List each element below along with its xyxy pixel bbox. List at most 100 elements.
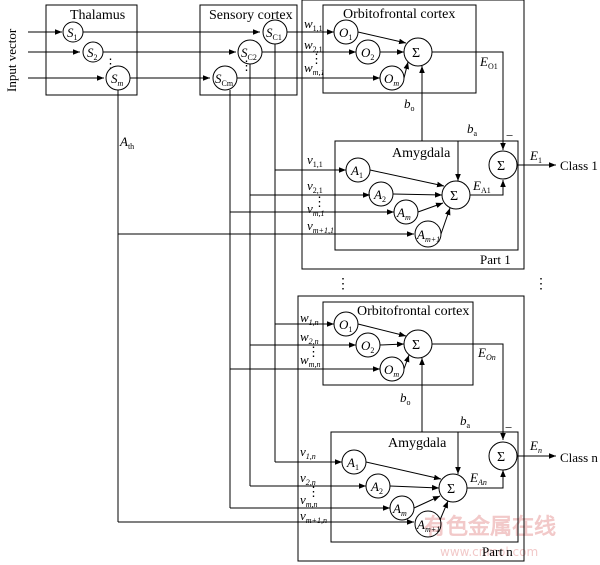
part-1-box [301, 0, 525, 270]
minus-sign-n: − [505, 420, 512, 435]
svg-text:Om: Om [384, 71, 399, 88]
sensory-cortex-title: Sensory cortex [209, 8, 293, 23]
svg-text:Om: Om [384, 362, 399, 379]
parts-ellipsis-left: ⋮ [336, 277, 350, 292]
a-th-label: Ath [119, 134, 134, 151]
ofc1-ellipsis: ⋮ [310, 51, 323, 66]
watermark-url: www.cnmol.com [440, 545, 538, 559]
svg-text:SCm: SCm [215, 71, 234, 88]
ofcn-node-labels: O1 O2 Om [339, 317, 399, 379]
thalamus-box [45, 4, 138, 96]
svg-text:wm,1: wm,1 [304, 60, 324, 77]
e-a1-label: EA1 [472, 178, 491, 195]
minus-sign-1: − [506, 128, 513, 143]
amygdala-title-1: Amygdala [392, 146, 451, 161]
b-a-label-1: ba [467, 121, 478, 138]
e-a1-line [470, 180, 506, 196]
parts-ellipsis-right: ⋮ [534, 277, 548, 292]
sc-node-labels: SC1 SC2 SCm [215, 25, 282, 88]
o1-to-sigma-p1 [357, 31, 407, 45]
a1-to-sigma-p1 [369, 169, 445, 188]
amn-ellipsis: ⋮ [307, 484, 320, 499]
svg-text:v2,1: v2,1 [307, 178, 323, 195]
ofcn-ellipsis: ⋮ [307, 344, 320, 359]
ofcn-weights: w1,n w2,n wm,n [300, 310, 320, 369]
am1-ellipsis: ⋮ [313, 194, 326, 209]
thalamus-ellipsis: ⋮ [104, 56, 117, 71]
svg-text:v1,n: v1,n [300, 444, 316, 461]
svg-text:Sm: Sm [111, 71, 124, 88]
svg-text:O2: O2 [361, 338, 374, 355]
final-sigma-1-label: Σ [497, 159, 505, 174]
svg-text:A1: A1 [350, 163, 363, 180]
part-n-label: Part n [482, 544, 513, 559]
amygdala-title-n: Amygdala [388, 436, 447, 451]
svg-text:vm,1: vm,1 [307, 201, 325, 218]
om-to-sigma-p1 [403, 61, 410, 79]
svg-text:Am: Am [392, 501, 407, 518]
svg-text:Am: Am [396, 205, 411, 222]
e-on-line [432, 343, 506, 440]
ofc1-node-labels: O1 O2 Om [339, 25, 399, 88]
e-on-label: EOn [477, 345, 496, 362]
svg-text:w1,n: w1,n [300, 310, 319, 327]
svg-text:O1: O1 [339, 25, 352, 42]
ofc1-weights: w1,1 w2,1 wm,1 [304, 16, 324, 77]
o1-to-sigma-pn [357, 323, 407, 338]
am-to-sigma-p1 [417, 202, 444, 213]
svg-text:v1,1: v1,1 [307, 152, 323, 169]
watermark: 有色金属在线 www.cnmol.com [424, 514, 556, 559]
svg-text:S2: S2 [87, 45, 98, 62]
svg-text:vm+1,1: vm+1,1 [307, 218, 334, 235]
am-to-sigma-pn [413, 495, 441, 509]
om-to-sigma-pn [403, 354, 410, 370]
watermark-text: 有色金属在线 [424, 514, 556, 540]
am1-node-labels: A1 A2 Am Am+1 [350, 163, 440, 244]
sensory-cortex-box [199, 4, 298, 96]
ofc-title-n: Orbitofrontal cortex [357, 304, 469, 319]
svg-text:w1,1: w1,1 [304, 16, 323, 33]
svg-text:Am+1: Am+1 [416, 227, 440, 244]
a2-to-sigma-pn [389, 484, 440, 491]
am1-sigma-label: Σ [450, 189, 458, 204]
svg-text:w2,1: w2,1 [304, 37, 323, 54]
svg-text:w2,n: w2,n [300, 329, 319, 346]
input-vector-label: Input vector [4, 28, 19, 92]
a1-to-sigma-pn [365, 461, 442, 481]
thalamus-title: Thalamus [70, 8, 125, 23]
b-a-label-n: ba [460, 413, 471, 430]
e-o1-label: EO1 [479, 54, 498, 71]
sc-ellipsis: ⋮ [240, 58, 253, 73]
final-sigma-n-label: Σ [497, 450, 505, 465]
svg-text:SC2: SC2 [241, 45, 257, 62]
a2-to-sigma-p1 [392, 192, 443, 198]
svg-text:O2: O2 [361, 45, 374, 62]
svg-text:v2,n: v2,n [300, 470, 316, 487]
amn-node-m1 [414, 510, 442, 538]
svg-text:Am+1: Am+1 [416, 517, 440, 534]
b-o-label-n: bo [400, 390, 411, 407]
svg-text:O1: O1 [339, 317, 352, 334]
svg-text:vm+1,n: vm+1,n [300, 508, 327, 525]
en-label: En [529, 438, 542, 455]
svg-text:A1: A1 [346, 455, 359, 472]
am1-to-sigma-p1 [440, 207, 451, 235]
ofcn-sigma-label: Σ [412, 338, 420, 353]
amn-weights: v1,n v2,n vm,n vm+1,n [300, 444, 327, 525]
part-n-box [297, 295, 525, 562]
e1-label: E1 [529, 148, 542, 165]
class-n-label: Class n [560, 450, 598, 465]
amn-node-labels: A1 A2 Am Am+1 [346, 455, 440, 534]
thalamus-node-labels: S1 S2 Sm [67, 25, 124, 88]
b-o-label-1: bo [404, 96, 415, 113]
ofc-box-1 [322, 4, 477, 94]
amygdala-box-1 [334, 140, 519, 251]
am1-to-sigma-pn [439, 500, 449, 521]
svg-text:SC1: SC1 [266, 25, 282, 42]
amygdala-box-n [330, 431, 519, 543]
amn-sigma-label: Σ [447, 482, 455, 497]
o2-to-sigma-pn [379, 341, 405, 348]
e-o1-line [432, 51, 506, 150]
ofc1-sigma-label: Σ [412, 46, 420, 61]
